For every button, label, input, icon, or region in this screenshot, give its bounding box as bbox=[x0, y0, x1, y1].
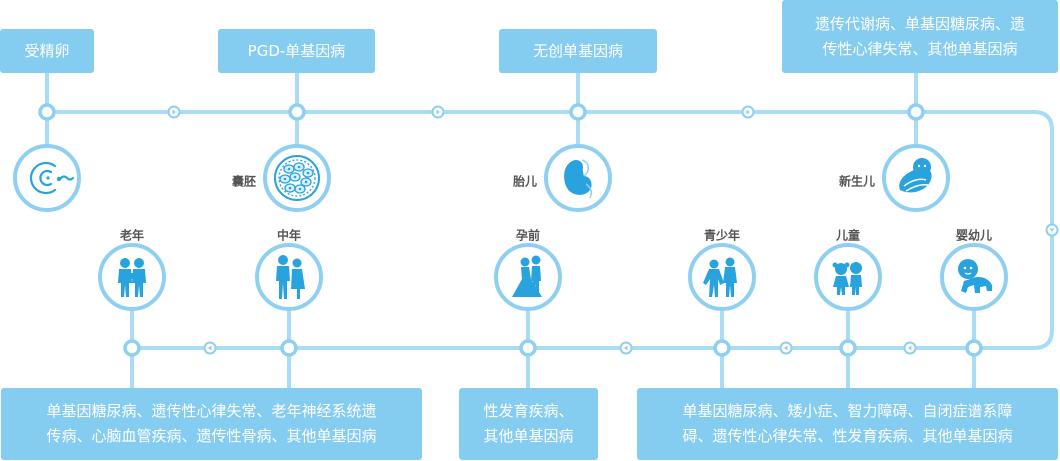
label-child: 儿童 bbox=[835, 228, 861, 243]
box-youth-line2: 碍、遗传性心律失常、性发育疾病、其他单基因病 bbox=[682, 427, 1013, 445]
arrow-left-icon bbox=[619, 341, 633, 355]
label-blastocyst: 囊胚 bbox=[231, 174, 257, 189]
node-pre-pregnancy bbox=[519, 339, 537, 357]
sperm-egg-icon bbox=[29, 161, 75, 195]
box-newborn: 遗传代谢病、单基因糖尿病、遗 传性心律失常、其他单基因病 bbox=[782, 0, 1058, 73]
box-newborn-line2: 传性心律失常、其他单基因病 bbox=[822, 39, 1018, 58]
arrow-right-icon bbox=[431, 105, 445, 119]
node-pgd bbox=[288, 103, 306, 121]
arrow-down-icon bbox=[1045, 223, 1059, 237]
arrow-left-icon bbox=[903, 341, 917, 355]
wedding-couple-icon bbox=[512, 255, 542, 297]
box-prepreg-line1: 性发育疾病、 bbox=[483, 402, 574, 420]
label-elderly: 老年 bbox=[119, 228, 145, 243]
box-adult-line1: 单基因糖尿病、遗传性心律失常、老年神经系统遗 bbox=[46, 402, 377, 420]
blastocyst-icon bbox=[274, 155, 320, 201]
middle-age-couple-icon bbox=[276, 255, 305, 299]
fetus-icon bbox=[564, 159, 593, 199]
children-icon bbox=[832, 262, 862, 295]
label-middle-age: 中年 bbox=[276, 228, 302, 243]
node-newborn bbox=[907, 103, 925, 121]
newborn-icon bbox=[899, 158, 932, 193]
box-pre-pregnancy-diseases: 性发育疾病、 其他单基因病 bbox=[459, 388, 598, 460]
label-pre-pregnancy: 孕前 bbox=[515, 228, 541, 243]
node-child bbox=[839, 339, 857, 357]
elderly-couple-icon bbox=[118, 258, 146, 297]
box-youth-diseases: 单基因糖尿病、矮小症、智力障碍、自闭症谱系障 碍、遗传性心律失常、性发育疾病、其… bbox=[637, 388, 1058, 460]
label-newborn: 新生儿 bbox=[838, 174, 876, 189]
arrow-right-icon bbox=[167, 105, 181, 119]
box-newborn-line1: 遗传代谢病、单基因糖尿病、遗 bbox=[814, 14, 1025, 33]
box-adult-line2: 传病、心脑血管疾病、遗传性骨病、其他单基因病 bbox=[46, 427, 377, 445]
label-adolescent: 青少年 bbox=[703, 228, 741, 243]
arrow-right-icon bbox=[741, 105, 755, 119]
infant-icon bbox=[958, 259, 992, 293]
node-adolescent bbox=[713, 339, 731, 357]
box-adult-diseases: 单基因糖尿病、遗传性心律失常、老年神经系统遗 传病、心脑血管疾病、遗传性骨病、其… bbox=[1, 388, 422, 460]
box-pgd-text: PGD-单基因病 bbox=[247, 41, 346, 60]
box-prepreg-line2: 其他单基因病 bbox=[483, 427, 574, 445]
box-youth-line1: 单基因糖尿病、矮小症、智力障碍、自闭症谱系障 bbox=[682, 402, 1013, 420]
node-middle-age bbox=[280, 339, 298, 357]
box-noninvasive: 无创单基因病 bbox=[499, 29, 657, 73]
direction-markers bbox=[167, 105, 1059, 355]
circle-adolescent bbox=[688, 243, 756, 311]
label-fetus: 胎儿 bbox=[512, 174, 538, 189]
circle-child bbox=[814, 243, 882, 311]
node-noninvasive bbox=[569, 103, 587, 121]
node-elderly bbox=[123, 339, 141, 357]
arrow-left-icon bbox=[203, 341, 217, 355]
arrow-left-icon bbox=[779, 341, 793, 355]
adolescent-icon bbox=[703, 257, 737, 297]
node-fertilization bbox=[38, 103, 56, 121]
box-fertilization-text: 受精卵 bbox=[24, 41, 70, 60]
box-noninvasive-text: 无创单基因病 bbox=[532, 41, 623, 60]
node-infant bbox=[965, 339, 983, 357]
box-fertilization: 受精卵 bbox=[0, 29, 94, 73]
label-infant: 婴幼儿 bbox=[955, 228, 993, 243]
box-pgd: PGD-单基因病 bbox=[218, 29, 375, 73]
